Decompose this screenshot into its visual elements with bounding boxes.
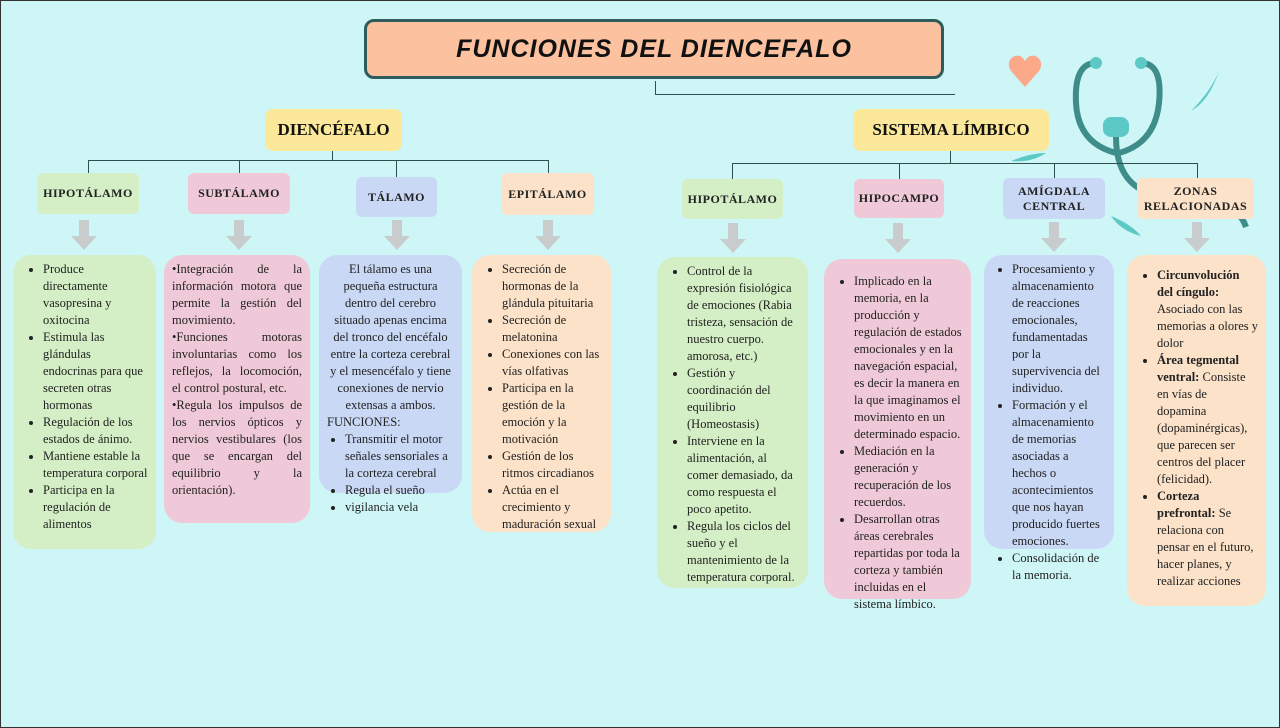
list-item: Área tegmental ventral: Consiste en vías… bbox=[1157, 352, 1258, 488]
connector-line bbox=[899, 163, 900, 179]
list-item: Estimula las glándulas endocrinas para q… bbox=[43, 329, 148, 414]
list-item: Participa en la regulación de alimentos bbox=[43, 482, 148, 533]
connector-line bbox=[1054, 163, 1055, 178]
connector-line bbox=[1197, 163, 1198, 178]
node-sistema-limbico: SISTEMA LÍMBICO bbox=[853, 109, 1049, 151]
content-zonas-relacionadas: Circunvolución del cíngulo: Asociado con… bbox=[1127, 255, 1266, 606]
arrow-down-icon bbox=[535, 220, 561, 250]
list-item: Gestión de los ritmos circadianos bbox=[502, 448, 603, 482]
list-item: vigilancia vela bbox=[345, 499, 454, 516]
node-talamo: TÁLAMO bbox=[356, 177, 437, 217]
list-item: Secreción de hormonas de la glándula pit… bbox=[502, 261, 603, 312]
connector-line bbox=[655, 94, 955, 95]
content-amigdala: Procesamiento y almacenamiento de reacci… bbox=[984, 255, 1114, 582]
arrow-down-icon bbox=[384, 220, 410, 250]
list-item: Interviene en la alimentación, al comer … bbox=[687, 433, 800, 518]
list-item: Procesamiento y almacenamiento de reacci… bbox=[1012, 261, 1106, 397]
connector-line bbox=[950, 151, 951, 163]
talamo-intro: El tálamo es una pequeña estructura dent… bbox=[330, 262, 451, 412]
connector-line bbox=[548, 160, 549, 173]
content-hipocampo: Implicado en la memoria, en la producció… bbox=[824, 259, 971, 611]
node-subtalamo: SUBTÁLAMO bbox=[188, 173, 290, 214]
list-item: Participa en la gestión de la emoción y … bbox=[502, 380, 603, 448]
list-item: •Regula los impulsos de los nervios ópti… bbox=[172, 398, 302, 497]
connector-line bbox=[332, 151, 333, 161]
list-item: Corteza prefrontal: Se relaciona con pen… bbox=[1157, 488, 1258, 590]
arrow-down-icon bbox=[1041, 222, 1067, 252]
node-hipotalamo-diencefalo: HIPOTÁLAMO bbox=[37, 173, 139, 214]
arrow-down-icon bbox=[1184, 222, 1210, 252]
description: Asociado con las memorias a olores y dol… bbox=[1157, 302, 1259, 350]
list-item: Regulación de los estados de ánimo. bbox=[43, 414, 148, 448]
term: Área tegmental ventral: bbox=[1157, 353, 1240, 384]
list-item: Gestión y coordinación del equilibrio (H… bbox=[687, 365, 800, 433]
heart-icon bbox=[1008, 55, 1042, 87]
term: Circunvolución del cíngulo: bbox=[1157, 268, 1240, 299]
list-item: Consolidación de la memoria. bbox=[1012, 550, 1106, 584]
arrow-down-icon bbox=[885, 223, 911, 253]
list-item: Circunvolución del cíngulo: Asociado con… bbox=[1157, 267, 1258, 352]
connector-line bbox=[88, 160, 89, 173]
connector-line bbox=[732, 163, 733, 179]
content-hipotalamo-limbico: Control de la expresión fisiológica de e… bbox=[657, 257, 808, 588]
list-item: Desarrollan otras áreas cerebrales repar… bbox=[854, 511, 963, 613]
arrow-down-icon bbox=[226, 220, 252, 250]
description: Consiste en vías de dopamina (dopaminérg… bbox=[1157, 370, 1248, 486]
node-hipocampo: HIPOCAMPO bbox=[854, 179, 944, 218]
page-title: FUNCIONES DEL DIENCEFALO bbox=[364, 19, 944, 79]
connector-line bbox=[239, 160, 240, 173]
description: Se relaciona con pensar en el futuro, ha… bbox=[1157, 506, 1254, 588]
list-item: Conexiones con las vías olfativas bbox=[502, 346, 603, 380]
arrow-down-icon bbox=[720, 223, 746, 253]
list-item: Mediación en la generación y recuperació… bbox=[854, 443, 963, 511]
node-diencefalo: DIENCÉFALO bbox=[265, 109, 402, 151]
node-hipotalamo-limbico: HIPOTÁLAMO bbox=[682, 179, 783, 219]
list-item: Produce directamente vasopresina y oxito… bbox=[43, 261, 148, 329]
content-epitalamo: Secreción de hormonas de la glándula pit… bbox=[472, 255, 611, 532]
list-item: •Funciones motoras involuntarias como lo… bbox=[172, 330, 302, 395]
connector-line bbox=[396, 160, 397, 177]
list-item: •Integración de la información motora qu… bbox=[172, 262, 302, 327]
connector-line bbox=[655, 81, 656, 95]
list-item: Formación y el almacenamiento de memoria… bbox=[1012, 397, 1106, 550]
list-item: Implicado en la memoria, en la producció… bbox=[854, 273, 963, 443]
list-item: Secreción de melatonina bbox=[502, 312, 603, 346]
content-hipotalamo-diencefalo: Produce directamente vasopresina y oxito… bbox=[13, 255, 156, 549]
node-zonas-relacionadas: ZONAS RELACIONADAS bbox=[1137, 178, 1254, 219]
term: Corteza prefrontal: bbox=[1157, 489, 1216, 520]
node-amigdala: AMÍGDALA CENTRAL bbox=[1003, 178, 1105, 219]
content-subtalamo: •Integración de la información motora qu… bbox=[164, 255, 310, 523]
content-talamo: El tálamo es una pequeña estructura dent… bbox=[319, 255, 462, 514]
connector-line bbox=[88, 160, 549, 161]
list-item: Regula los ciclos del sueño y el manteni… bbox=[687, 518, 800, 586]
funciones-label: FUNCIONES: bbox=[327, 415, 401, 429]
list-item: Control de la expresión fisiológica de e… bbox=[687, 263, 800, 365]
list-item: Actúa en el crecimiento y maduración sex… bbox=[502, 482, 603, 533]
list-item: Mantiene estable la temperatura corporal bbox=[43, 448, 148, 482]
arrow-down-icon bbox=[71, 220, 97, 250]
node-epitalamo: EPITÁLAMO bbox=[501, 173, 594, 215]
connector-line bbox=[732, 163, 1198, 164]
list-item: Transmitir el motor señales sensoriales … bbox=[345, 431, 454, 482]
list-item: Regula el sueño bbox=[345, 482, 454, 499]
